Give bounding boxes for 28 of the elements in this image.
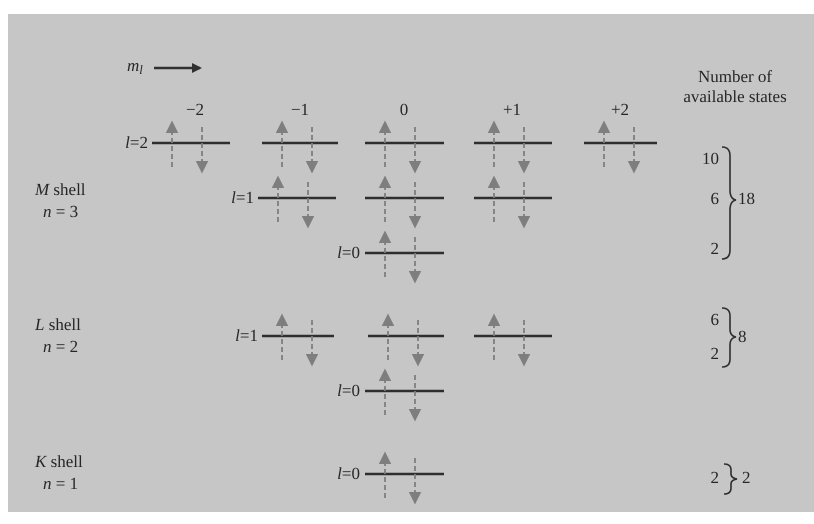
quantum-number-label: n = 3 [43, 202, 78, 222]
level-label: l=0 [337, 464, 360, 484]
column-label: −1 [290, 100, 310, 120]
level-label: l=1 [235, 326, 258, 346]
level-label: l=0 [337, 381, 360, 401]
shell-label: M shell [35, 180, 86, 200]
level-label: l=2 [125, 133, 148, 153]
state-count: 6 [710, 189, 719, 209]
axis-label: m$_{l}$ [127, 56, 143, 76]
state-count: 2 [710, 239, 719, 259]
state-count: 2 [710, 344, 719, 364]
column-label: −2 [186, 100, 204, 120]
column-label: +1 [502, 100, 522, 120]
column-label: 0 [400, 100, 408, 120]
quantum-number-label: n = 1 [43, 474, 78, 494]
level-label: l=1 [231, 188, 254, 208]
state-count: 2 [710, 468, 719, 488]
state-count: 6 [710, 310, 719, 330]
total-count: 8 [738, 327, 746, 347]
shell-label: L shell [35, 315, 81, 335]
column-heading: Number of available states [682, 67, 788, 107]
total-count: 18 [738, 189, 755, 209]
quantum-number-label: n = 2 [43, 337, 78, 357]
column-label: +2 [610, 100, 630, 120]
level-label: l=0 [337, 243, 360, 263]
shell-label: K shell [35, 452, 83, 472]
total-count: 2 [742, 468, 750, 488]
state-count: 10 [702, 149, 719, 169]
